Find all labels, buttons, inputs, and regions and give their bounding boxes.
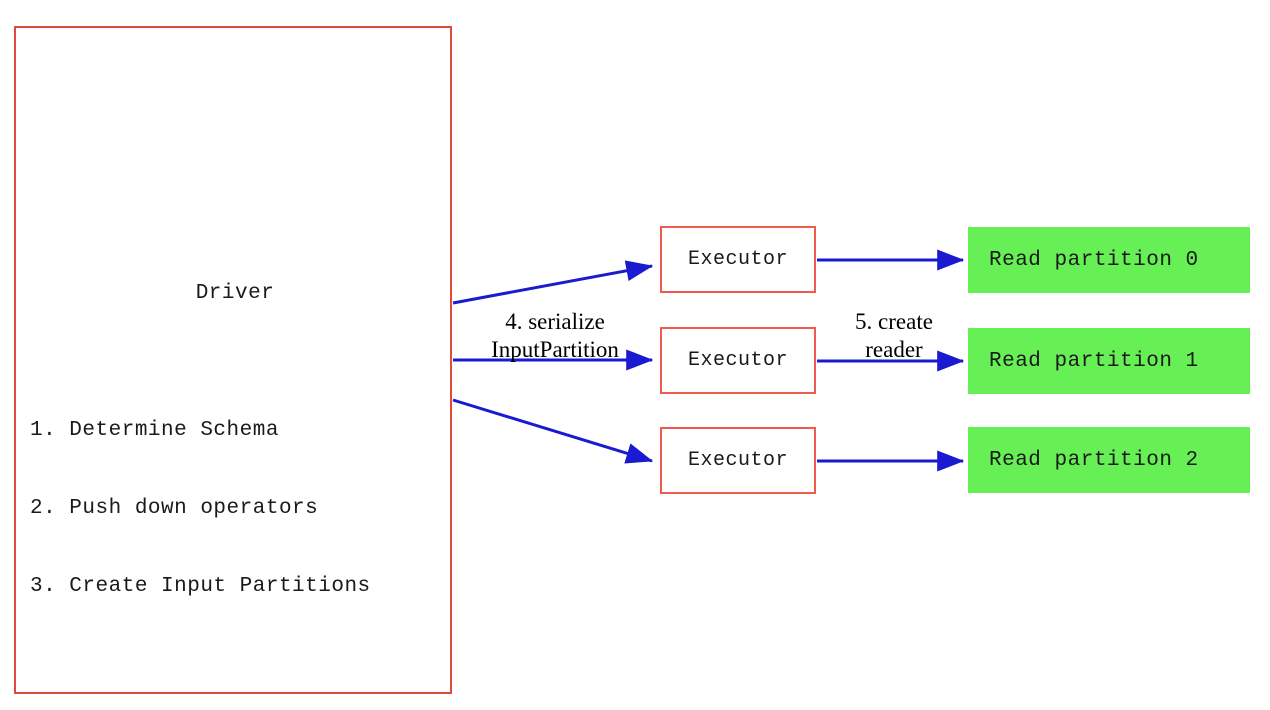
partition-box-2: Read partition 2 xyxy=(968,427,1250,493)
driver-title: Driver xyxy=(195,282,275,305)
partition-label-2: Read partition 2 xyxy=(989,448,1199,472)
edge-label-create-reader-line1: 5. create xyxy=(855,309,933,334)
executor-box-1: Executor xyxy=(660,327,816,394)
executor-label-1: Executor xyxy=(687,349,788,372)
driver-box: Driver 1. Determine Schema 2. Push down … xyxy=(14,26,452,694)
partition-box-1: Read partition 1 xyxy=(968,328,1250,394)
partition-label-1: Read partition 1 xyxy=(989,349,1199,373)
driver-step-2: 2. Push down operators xyxy=(30,497,319,520)
executor-box-0: Executor xyxy=(660,226,816,293)
edge-label-create-reader-line2: reader xyxy=(865,337,923,362)
edge-label-serialize: 4. serialize InputPartition xyxy=(470,308,640,364)
executor-label-0: Executor xyxy=(687,248,788,271)
edge-label-serialize-line2: InputPartition xyxy=(491,337,619,362)
partition-box-0: Read partition 0 xyxy=(968,227,1250,293)
executor-box-2: Executor xyxy=(660,427,816,494)
edge-label-create-reader: 5. create reader xyxy=(826,308,962,364)
executor-label-2: Executor xyxy=(687,449,788,472)
partition-label-0: Read partition 0 xyxy=(989,248,1199,272)
driver-steps-list: 1. Determine Schema 2. Push down operato… xyxy=(30,366,371,652)
arrow-driver-to-executor-2 xyxy=(452,398,654,464)
driver-step-1: 1. Determine Schema xyxy=(30,419,279,442)
driver-step-3: 3. Create Input Partitions xyxy=(30,575,371,598)
arrow-driver-to-executor-0 xyxy=(452,260,654,305)
edge-label-serialize-line1: 4. serialize xyxy=(505,309,605,334)
